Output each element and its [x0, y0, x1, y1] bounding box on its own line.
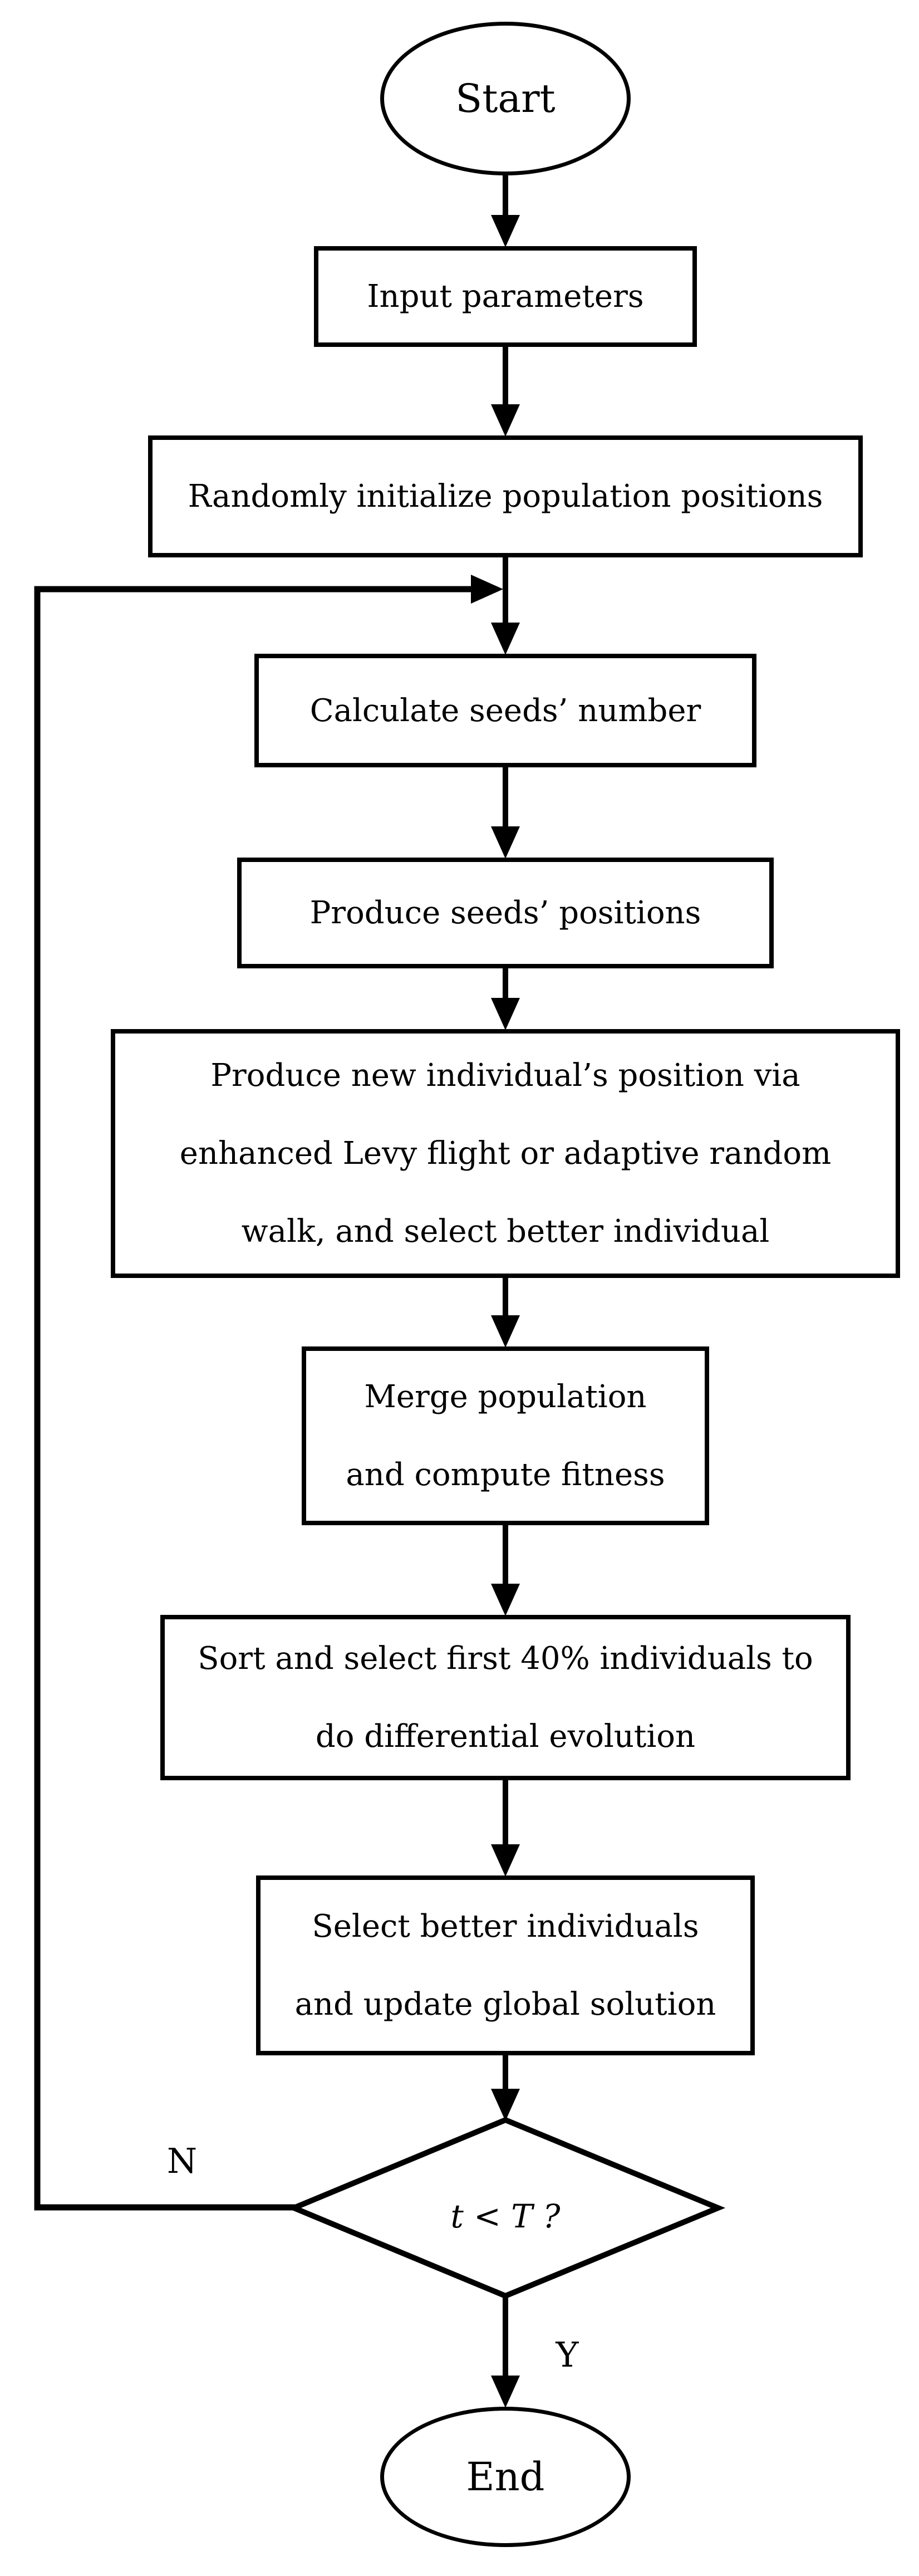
calculate-seeds-number-label: Calculate seeds’ number: [309, 692, 701, 729]
produce-new-individual-line-2: enhanced Levy flight or adaptive random: [179, 1135, 832, 1172]
arrowhead-into-merge: [491, 1315, 520, 1348]
end-label: End: [466, 2454, 545, 2500]
loop-back-line: [34, 586, 471, 2211]
node-sort-and-select: Sort and select first 40% individuals to…: [160, 1615, 851, 1780]
edge-label-no-text: N: [166, 2140, 198, 2181]
arrowhead-loop-junction: [471, 575, 503, 604]
input-parameters-label: Input parameters: [367, 278, 644, 315]
decision-condition-text: t < T ?: [450, 2197, 561, 2235]
arrowhead-into-produceseeds: [491, 826, 520, 859]
merge-population-line-1: Merge population: [364, 1378, 647, 1415]
arrowhead-into-init: [491, 404, 520, 437]
edge-label-yes: Y: [534, 2327, 601, 2382]
initialize-population-label: Randomly initialize population positions: [188, 478, 823, 515]
node-input-parameters: Input parameters: [314, 246, 697, 347]
select-better-individuals-line-1: Select better individuals: [312, 1908, 699, 1945]
node-select-better-individuals: Select better individuals and update glo…: [256, 1875, 755, 2055]
arrowhead-into-producenew: [491, 998, 520, 1030]
node-calculate-seeds-number: Calculate seeds’ number: [254, 654, 756, 767]
edge-label-yes-text: Y: [556, 2334, 579, 2375]
node-end: End: [380, 2407, 631, 2547]
decision-condition-label: t < T ?: [338, 2163, 672, 2269]
arrowhead-into-end: [491, 2376, 520, 2408]
arrowhead-into-decision: [491, 2089, 520, 2121]
arrowhead-into-input: [491, 215, 520, 247]
produce-new-individual-line-1: Produce new individual’s position via: [210, 1057, 800, 1094]
merge-population-line-2: and compute fitness: [346, 1456, 665, 1493]
node-initialize-population: Randomly initialize population positions: [148, 435, 863, 557]
arrowhead-into-sort: [491, 1584, 520, 1616]
start-label: Start: [455, 76, 556, 121]
decision-diamond: [286, 2117, 726, 2299]
produce-seeds-positions-label: Produce seeds’ positions: [309, 895, 701, 931]
arrowhead-into-calc: [491, 623, 520, 655]
sort-and-select-line-2: do differential evolution: [315, 1718, 696, 1755]
node-produce-new-individual: Produce new individual’s position via en…: [111, 1029, 900, 1278]
node-merge-population: Merge population and compute fitness: [302, 1346, 709, 1525]
sort-and-select-line-1: Sort and select first 40% individuals to: [198, 1640, 813, 1677]
node-produce-seeds-positions: Produce seeds’ positions: [237, 858, 774, 968]
node-start: Start: [380, 22, 631, 175]
arrowhead-into-select: [491, 1844, 520, 1877]
select-better-individuals-line-2: and update global solution: [294, 1986, 716, 2022]
produce-new-individual-line-3: walk, and select better individual: [241, 1213, 770, 1250]
edge-label-no: N: [149, 2133, 215, 2188]
